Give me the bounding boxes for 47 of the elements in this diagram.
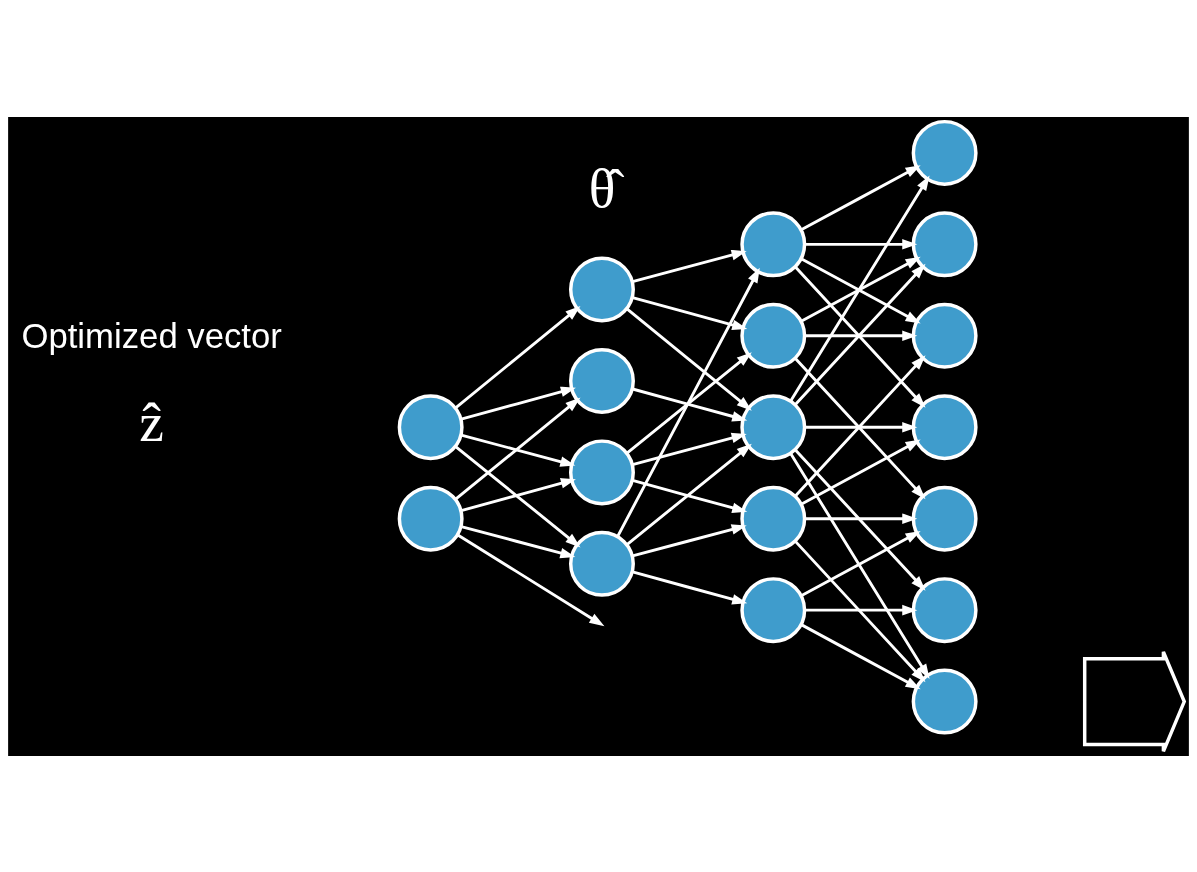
arrow <box>632 249 747 283</box>
node-circle <box>740 210 807 277</box>
arrow <box>804 238 918 250</box>
node-circle <box>740 485 807 552</box>
label: Optimized vector <box>21 316 282 355</box>
arrow <box>789 452 930 679</box>
arrow <box>454 305 581 409</box>
arrow <box>800 439 921 505</box>
node-circle <box>397 485 464 552</box>
arrow <box>794 539 926 682</box>
arrow <box>626 443 752 546</box>
arrow <box>804 330 918 341</box>
node-circle <box>740 576 807 643</box>
node-circle <box>397 393 464 460</box>
arrow <box>632 478 748 513</box>
node-arrow <box>1082 649 1187 753</box>
arrow <box>457 533 605 626</box>
arrow <box>460 477 576 512</box>
node-circle <box>740 302 807 369</box>
arrow <box>454 397 581 500</box>
arrow <box>626 307 752 411</box>
arrow <box>626 351 752 454</box>
node-circle <box>569 438 635 505</box>
arrow <box>804 421 918 432</box>
arrow <box>800 622 921 689</box>
arrow <box>632 523 747 557</box>
arrow <box>632 432 747 466</box>
arrow <box>794 448 926 591</box>
label: ẑ <box>139 390 164 453</box>
arrow <box>460 524 576 558</box>
arrow <box>616 267 760 537</box>
arrow <box>800 164 921 231</box>
arrow <box>632 295 748 330</box>
arrow <box>460 433 576 467</box>
node-circle <box>569 530 635 597</box>
node-circle <box>740 393 807 460</box>
arrow <box>804 604 918 615</box>
arrow <box>454 444 581 547</box>
node-circle <box>569 256 635 322</box>
arrow <box>804 512 918 524</box>
node-circle <box>569 347 635 414</box>
arrow <box>632 387 748 422</box>
arrow <box>789 174 930 402</box>
node-circle <box>911 119 978 186</box>
arrow <box>800 530 921 597</box>
arrow <box>460 386 576 421</box>
arrow <box>632 570 748 604</box>
